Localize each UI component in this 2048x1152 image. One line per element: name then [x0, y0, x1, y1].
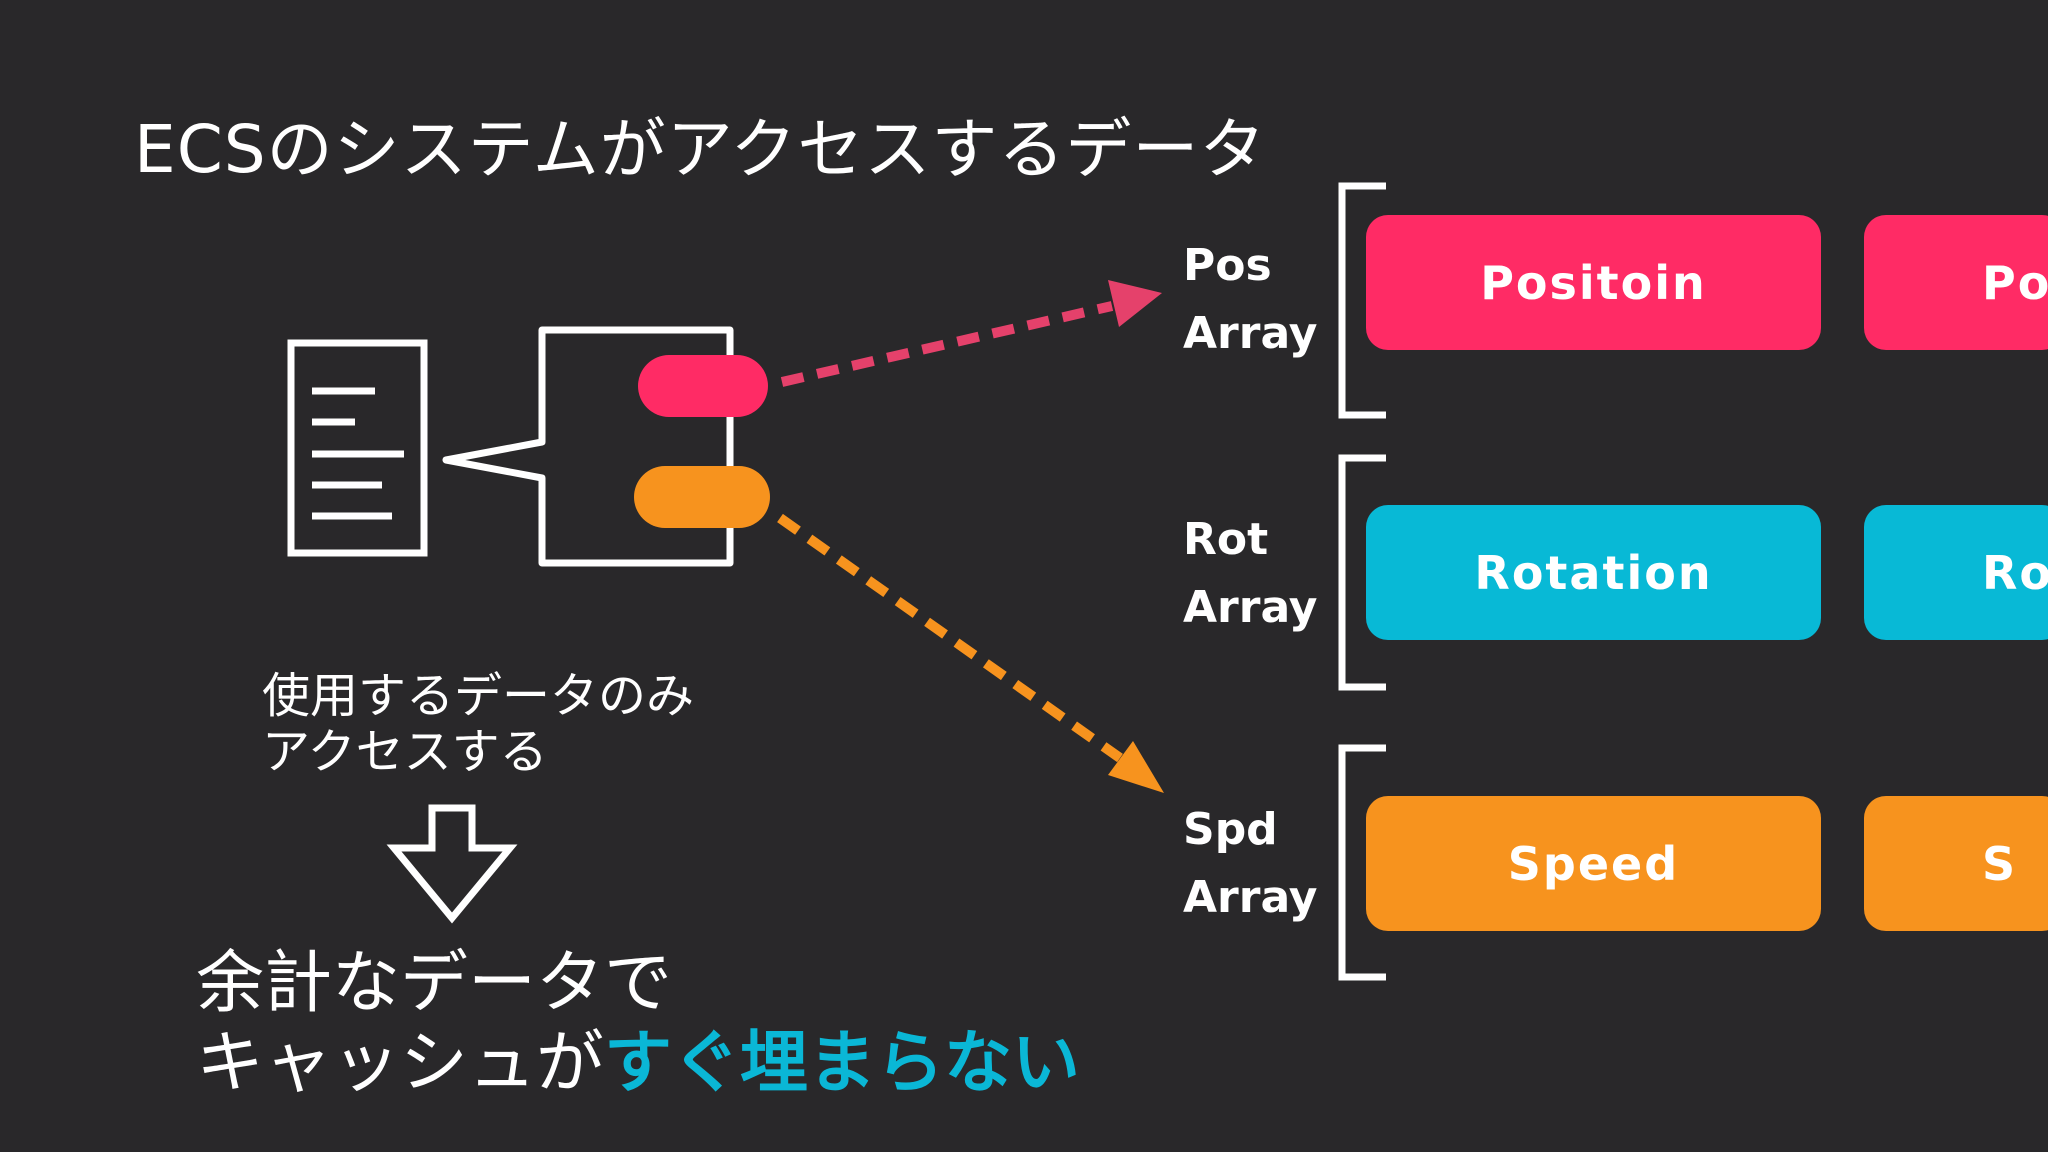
spd-array-bracket	[1338, 744, 1386, 981]
document-icon	[287, 339, 428, 557]
pos-array-bracket	[1338, 182, 1386, 419]
spd-array-label-line1: Spd	[1183, 804, 1278, 855]
pos-array-label-line1: Pos	[1183, 240, 1272, 291]
pos-array-label: Pos Array	[1183, 232, 1317, 368]
position-arrowhead	[1108, 280, 1162, 327]
access-note-line2: アクセスする	[262, 724, 548, 780]
down-arrow-icon	[386, 804, 518, 924]
conclusion-text: 余計なデータで キャッシュがすぐ埋まらない	[196, 944, 1080, 1104]
rot-array-label: Rot Array	[1183, 506, 1317, 642]
position-access-arrow	[780, 301, 1114, 387]
access-note-line1: 使用するデータのみ	[262, 668, 695, 724]
conclusion-line1: 余計なデータで	[196, 944, 673, 1023]
slide-title: ECSのシステムがアクセスするデータ	[134, 111, 1267, 188]
rot-array-bracket	[1338, 454, 1386, 691]
access-note: 使用するデータのみ アクセスする	[262, 668, 694, 780]
spd-array-label-line2: Array	[1183, 872, 1318, 923]
speed-access-arrow	[777, 513, 1123, 763]
rotation-block: Rotation	[1366, 505, 1821, 640]
position-block: Positoin	[1366, 215, 1821, 350]
speed-pill	[634, 466, 770, 528]
speed-block-next: S	[1864, 796, 2048, 931]
conclusion-highlight: すぐ埋まらない	[604, 1024, 1081, 1103]
position-pill	[638, 355, 768, 417]
position-block-next: Po	[1864, 215, 2048, 350]
pos-array-label-line2: Array	[1183, 308, 1318, 359]
speed-block: Speed	[1366, 796, 1821, 931]
speed-arrowhead	[1108, 741, 1164, 793]
rotation-block-next: Ro	[1864, 505, 2048, 640]
rot-array-label-line2: Array	[1183, 582, 1318, 633]
conclusion-line2-prefix: キャッシュが	[196, 1024, 605, 1103]
rot-array-label-line1: Rot	[1183, 514, 1269, 565]
conclusion-line2: キャッシュがすぐ埋まらない	[196, 1024, 1080, 1104]
spd-array-label: Spd Array	[1183, 796, 1317, 932]
